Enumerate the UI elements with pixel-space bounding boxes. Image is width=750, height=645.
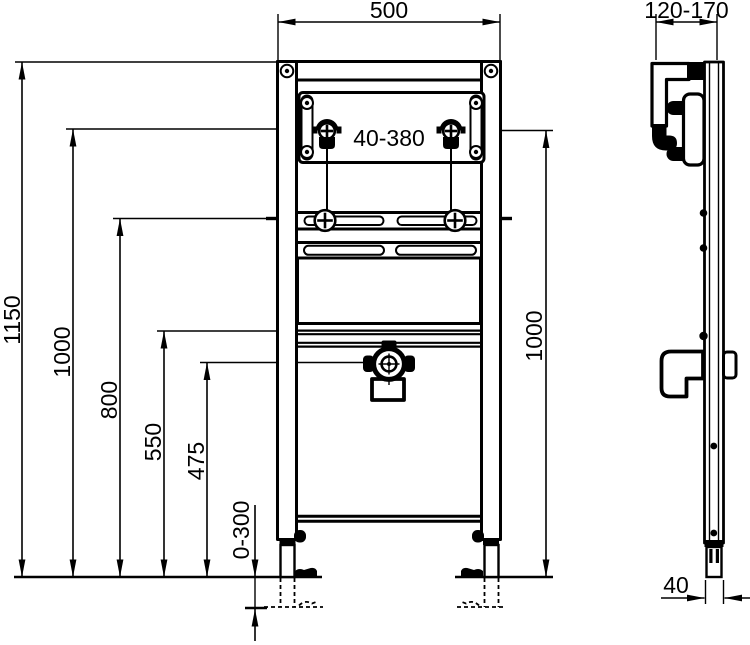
right-foot	[461, 530, 500, 579]
bolt-plate	[666, 92, 706, 167]
bottom-crossbar	[296, 514, 482, 523]
rail-bolt	[699, 209, 708, 217]
corner-screw-right	[483, 63, 499, 79]
dim-width-label: 500	[370, 0, 408, 23]
mid-panel	[296, 256, 482, 325]
upper-crossbar	[295, 208, 483, 233]
mounting-plate	[297, 91, 486, 164]
side-foot	[704, 540, 724, 579]
wall-anchor-plate	[722, 350, 738, 380]
wall-bracket	[650, 61, 705, 151]
lower-crossbar	[295, 241, 483, 260]
frame-top-rail	[276, 60, 502, 82]
dimension-labels: 500 120-170 40-380 1150 1000 800 550 475…	[0, 0, 729, 598]
dim-water-height-label: 550	[140, 423, 166, 461]
dim-total-height-label: 1150	[0, 295, 25, 344]
dim-bolt-height-label: 1000	[49, 326, 75, 377]
drain-elbow-side	[659, 349, 705, 399]
dim-foot-range-label: 0-300	[228, 501, 254, 560]
left-foot	[279, 530, 317, 579]
dim-depth-label: 120-170	[644, 0, 728, 23]
rail-bolt	[699, 331, 708, 341]
dim-bolt-spacing-label: 40-380	[353, 125, 425, 151]
dim-foot-depth-label: 40	[663, 572, 689, 598]
fixing-bolt-left	[312, 119, 342, 149]
dim-crossbar-height-label: 800	[96, 381, 122, 419]
rail-hole	[710, 442, 718, 450]
fixing-bolt-right	[436, 119, 466, 149]
bolt-knob	[666, 147, 685, 161]
front-view	[264, 60, 506, 608]
drain-clamp	[363, 340, 415, 402]
frame-left-leg	[276, 60, 298, 541]
plate-screw	[300, 96, 314, 110]
corner-screw-left	[279, 63, 295, 79]
crossbar-screw	[443, 208, 467, 233]
plate-screw	[300, 145, 314, 159]
plate-screw	[469, 145, 483, 159]
dim-bolt-height-right-label: 1000	[521, 310, 547, 361]
bolt-knob	[666, 101, 685, 115]
drain-outlet	[370, 377, 406, 402]
dim-drain-height-label: 475	[183, 442, 209, 480]
rail-bolt	[699, 244, 708, 252]
side-rail	[703, 60, 725, 545]
foot-extension-dashed	[264, 578, 506, 608]
rail-hole	[710, 529, 718, 537]
plate-screw	[469, 96, 483, 110]
crossbar-screw	[313, 208, 337, 233]
side-view	[650, 60, 738, 579]
